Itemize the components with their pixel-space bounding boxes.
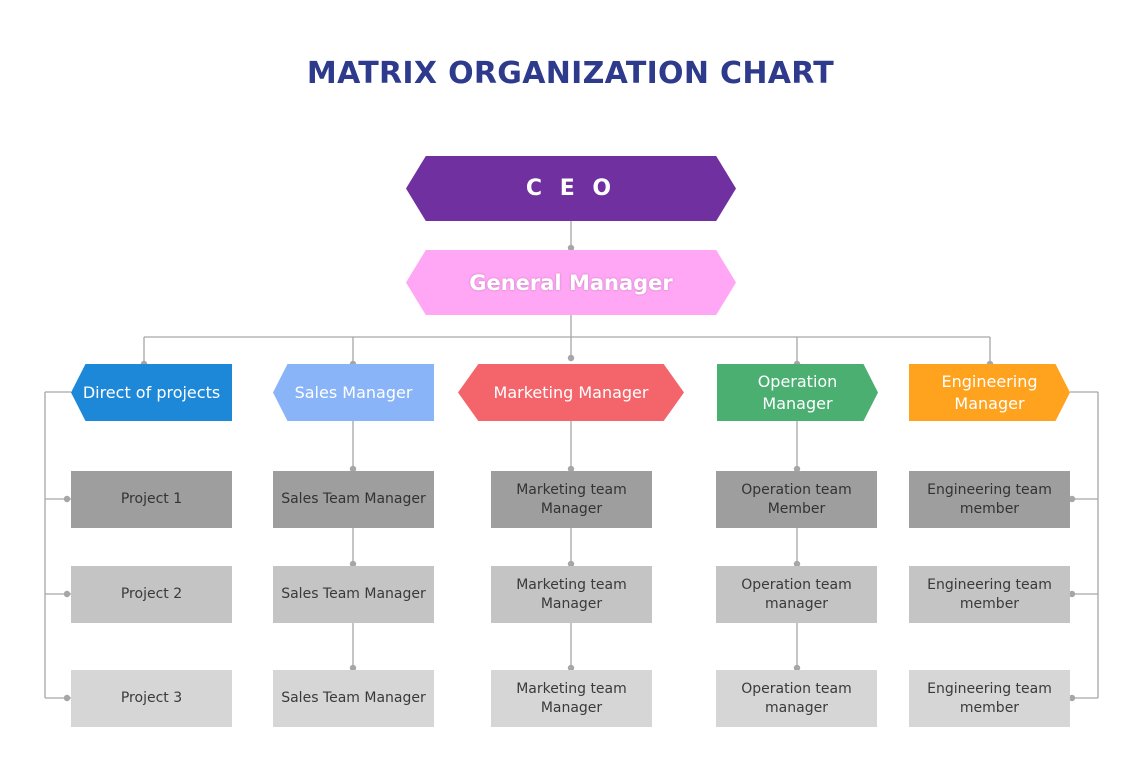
page-title: MATRIX ORGANIZATION CHART: [306, 56, 835, 91]
marketing-team-box-2[interactable]: Marketing team Manager: [491, 566, 652, 623]
manager-node-operation[interactable]: Operation Manager: [717, 364, 878, 421]
operation-team-box-1[interactable]: Operation team Member: [716, 471, 877, 528]
connector-dot-6: [63, 495, 71, 503]
sales-team-box-3[interactable]: Sales Team Manager: [273, 670, 434, 727]
manager-node-engineering[interactable]: Engineering Manager: [909, 364, 1070, 421]
connector-dot-20: [793, 664, 801, 672]
connector-dot-17: [567, 664, 575, 672]
connector-dot-15: [567, 465, 575, 473]
connector-dot-8: [63, 694, 71, 702]
connector-dot-11: [1068, 694, 1076, 702]
project-2-box[interactable]: Project 2: [71, 566, 232, 623]
engineering-team-box-2[interactable]: Engineering team member: [909, 566, 1070, 623]
engineering-team-box-1[interactable]: Engineering team member: [909, 471, 1070, 528]
manager-node-marketing[interactable]: Marketing Manager: [458, 364, 684, 421]
connector-dot-19: [793, 560, 801, 568]
marketing-team-box-1[interactable]: Marketing team Manager: [491, 471, 652, 528]
sales-team-box-1[interactable]: Sales Team Manager: [273, 471, 434, 528]
connector-dot-13: [349, 560, 357, 568]
connector-dot-18: [793, 465, 801, 473]
connector-dot-1: [567, 354, 575, 362]
manager-node-sales[interactable]: Sales Manager: [273, 364, 434, 421]
general-manager-node[interactable]: General Manager: [406, 250, 736, 315]
sales-team-box-2[interactable]: Sales Team Manager: [273, 566, 434, 623]
connector-dot-10: [1068, 590, 1076, 598]
operation-team-box-2[interactable]: Operation team manager: [716, 566, 877, 623]
manager-node-direct-of-projects[interactable]: Direct of projects: [71, 364, 232, 421]
connector-dot-9: [1068, 495, 1076, 503]
project-1-box[interactable]: Project 1: [71, 471, 232, 528]
engineering-team-box-3[interactable]: Engineering team member: [909, 670, 1070, 727]
connector-dot-0: [567, 244, 575, 252]
connector-dot-7: [63, 590, 71, 598]
connector-dot-16: [567, 560, 575, 568]
connector-dot-14: [349, 664, 357, 672]
ceo-node[interactable]: C E O: [406, 156, 736, 221]
marketing-team-box-3[interactable]: Marketing team Manager: [491, 670, 652, 727]
project-3-box[interactable]: Project 3: [71, 670, 232, 727]
operation-team-box-3[interactable]: Operation team manager: [716, 670, 877, 727]
connector-dot-12: [349, 465, 357, 473]
